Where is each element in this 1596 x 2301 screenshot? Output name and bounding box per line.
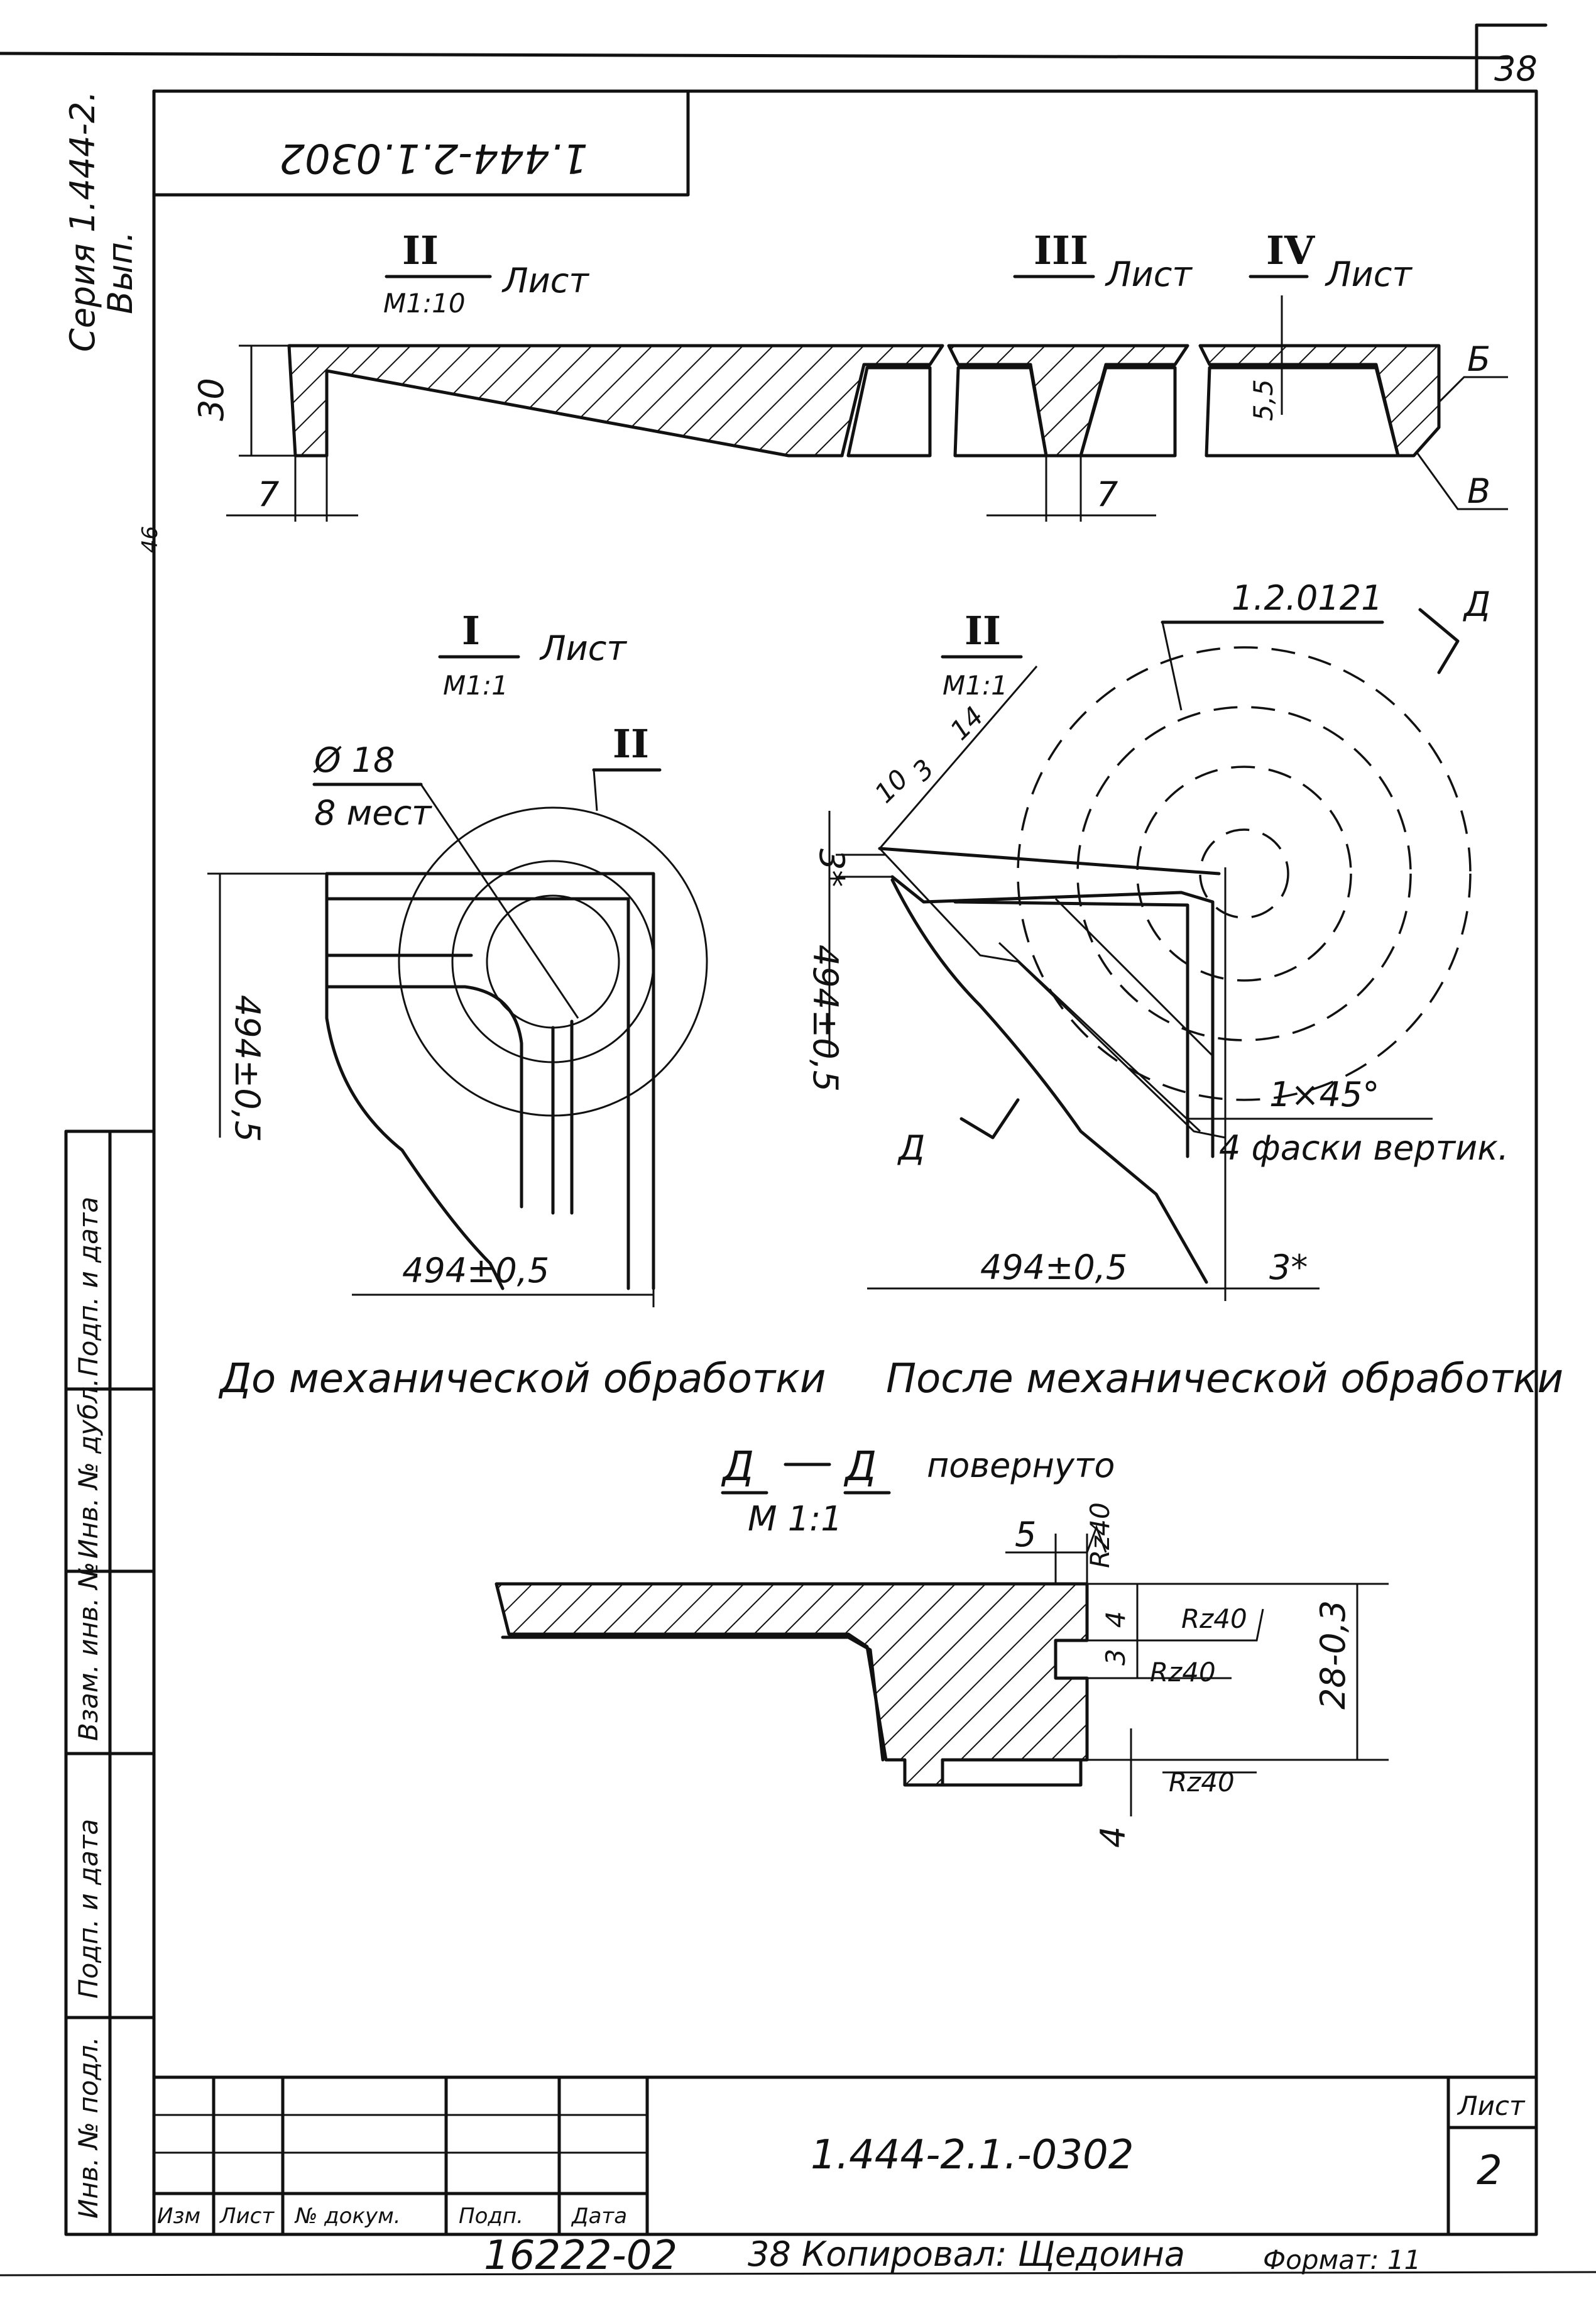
view-II-after-machining: II М1:1 1.2.0121 Д 10 3 14 3* 494±0,5 Д … [806,578,1563,1402]
dim-14: 14 [944,701,989,746]
col-izm: Изм [157,2204,200,2229]
mark-b: Б [1467,339,1490,379]
dim-10: 10 [868,764,914,809]
view-i-dim-v: 494±0,5 [227,995,267,1142]
section-iv-word: Лист [1325,255,1413,294]
margin-number: 46 [138,526,163,553]
dd-dim-4b: 4 [1093,1826,1133,1848]
section-d-d: Д Д повернуто М 1:1 5 Rz40 4 3 Rz40 Rz40… [495,1444,1389,1848]
section-iv-profile [1198,344,1441,458]
section-view-II-strip: II М1:10 Лист 30 7 [192,228,944,522]
col-sign: Подп. [459,2204,523,2229]
strip-sign-date-1: Подп. и дата [73,1197,104,1376]
strip-sign-date-2: Подп. и дата [73,1819,104,1999]
dd-rz-c: Rz40 [1169,1767,1235,1798]
sheet-number: 2 [1477,2148,1502,2194]
left-sign-strip: Подп. и дата Инв. № дубл. Взам. инв. № П… [64,1129,156,2236]
ref-code: 1.2.0121 [1232,578,1382,618]
footer-format: Формат: 11 [1263,2244,1421,2275]
col-date: Дата [571,2204,627,2229]
col-list: Лист [219,2204,275,2229]
dim-3: 3 [906,754,940,788]
chamfer-label: 1×45° [1269,1075,1379,1114]
view-i-callout: II [613,721,649,767]
col-doc: № докум. [294,2204,401,2229]
view-ii-dim-v: 494±0,5 [806,945,845,1092]
footer-number: 16222-02 [484,2232,677,2279]
title-code: 1.444-2.1.-0302 [811,2132,1134,2178]
dd-rz-a: Rz40 [1181,1603,1247,1634]
hole-count: 8 мест [314,793,432,833]
sheet-bottom-edge [0,2271,1596,2276]
dd-title-a: Д [721,1444,754,1490]
view-ii-numeral: II [965,608,1001,654]
corner-sheet-number: 38 [1494,49,1538,89]
view-i-numeral: I [462,608,480,654]
footer-copy: 38 Копировал: Щедоина [748,2234,1185,2274]
dim-7-left: 7 [258,475,279,514]
dim-30: 30 [192,378,231,421]
section-iii-profile [947,344,1189,458]
mark-v: В [1467,471,1490,511]
series-label: Серия 1.444-2. [63,91,102,352]
dim-3-star-top: 3* [812,848,851,887]
dim-5-5: 5,5 [1248,379,1279,421]
view-ii-dim-h: 494±0,5 [980,1248,1127,1287]
sheet-top-edge [0,52,1510,60]
view-ii-scale: М1:1 [943,670,1008,701]
strip-dup-inv: Инв. № дубл. [73,1378,104,1559]
section-iii-word: Лист [1105,255,1193,294]
dd-dim-28: 28-0,3 [1313,1600,1353,1710]
section-view-IV-strip: IV Лист 5,5 Б В [1198,228,1508,511]
view-i-word: Лист [539,629,627,668]
dd-title-b: Д [843,1444,877,1490]
dd-rz-top: Rz40 [1085,1502,1115,1568]
dd-rz-b: Rz40 [1150,1657,1216,1688]
strip-orig-inv: Инв. № подл. [73,2036,104,2219]
view-i-scale: М1:1 [443,670,508,701]
view-i-caption: До механической обработки [218,1356,826,1402]
hole-diameter: Ø 18 [313,740,395,780]
view-i-dim-h: 494±0,5 [402,1251,549,1290]
view-I-before-machining: I Лист М1:1 Ø 18 8 мест II 494±0,5 494±0… [207,608,826,1402]
section-ii-scale: М1:10 [383,288,466,319]
top-stamp-box [152,89,690,197]
section-view-III-strip: III Лист 7 [947,228,1193,522]
dim-7-mid: 7 [1096,475,1118,514]
chamfer-note: 4 фаски вертик. [1219,1128,1509,1168]
dd-profile [495,1582,1089,1787]
dim-3-star-bottom: 3* [1269,1248,1308,1287]
issue-label: Вып. [101,231,140,314]
dd-scale: М 1:1 [748,1499,843,1539]
dd-dim-4a: 4 [1100,1611,1131,1628]
section-ii-word: Лист [501,261,589,300]
dd-rotated: повернуто [927,1446,1115,1485]
title-block: Лист 2 1.444-2.1.-0302 Изм Лист № докум.… [152,2075,1538,2236]
section-ii-profile [287,344,944,458]
section-ii-numeral: II [402,228,439,273]
section-iii-numeral: III [1034,228,1088,273]
strip-replace-inv: Взам. инв. № [73,1562,104,1741]
cut-mark-bottom: Д [897,1128,925,1168]
top-stamp-code: 1.444-2.1.0302 [279,135,588,181]
dd-dim-3: 3 [1100,1649,1131,1666]
section-iv-numeral: IV [1266,228,1315,273]
dd-dim-5: 5 [1015,1515,1036,1554]
cut-mark-top: Д [1463,585,1490,624]
sheet-label: Лист [1457,2090,1526,2121]
view-ii-caption: После механической обработки [886,1356,1563,1402]
